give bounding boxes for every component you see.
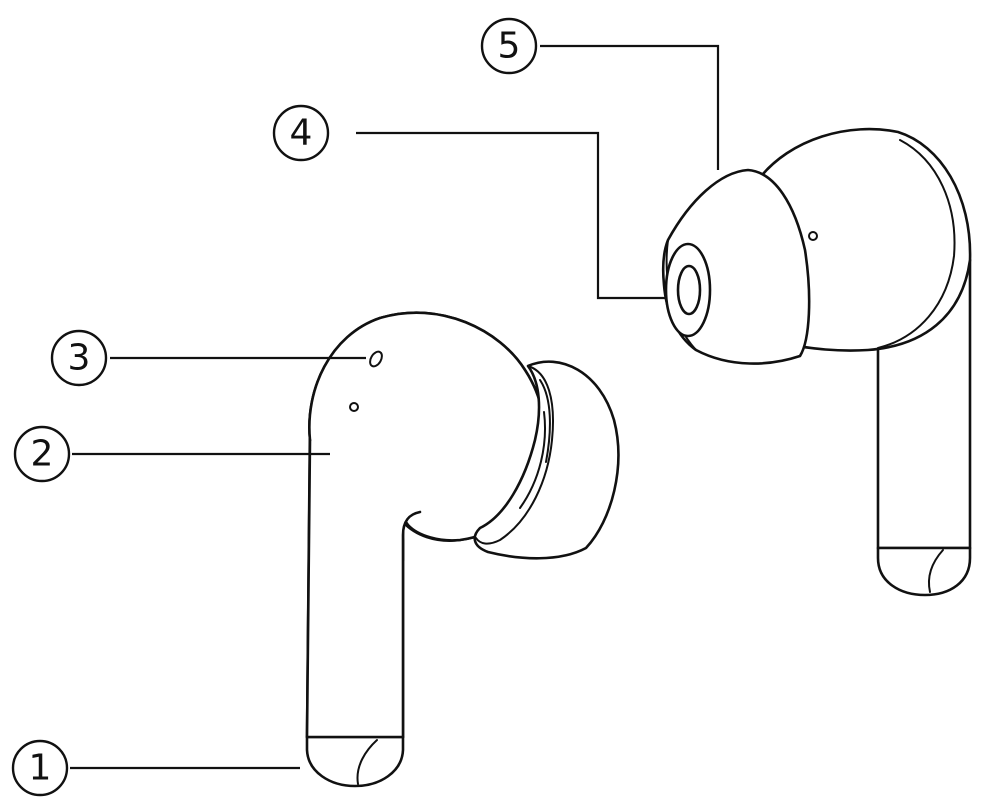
- callout-2-circle: [13, 425, 71, 483]
- callout-4: 4: [272, 104, 666, 300]
- right-earbud-speaker-mesh: [676, 264, 702, 316]
- right-earbud-head: [756, 127, 972, 352]
- left-earbud-mic-hole: [349, 402, 359, 412]
- callout-5-number: 5: [498, 26, 521, 67]
- left-earbud: [305, 311, 620, 788]
- left-earbud-stem-tip: [305, 735, 405, 788]
- callout-3-number: 3: [68, 338, 91, 379]
- left-earbud-sensor: [369, 350, 383, 368]
- right-earbud-mic-hole: [808, 231, 818, 241]
- left-earbud-ear-tip-rim-inner-2: [519, 411, 546, 509]
- callout-1-circle: [11, 739, 69, 797]
- left-earbud-tip-charging-contact: [356, 739, 378, 785]
- callout-2: 2: [13, 425, 330, 483]
- callout-3-circle: [50, 329, 108, 387]
- callout-1: 1: [11, 739, 300, 797]
- right-earbud-head-rim: [877, 139, 956, 349]
- callout-4-number: 4: [290, 113, 313, 154]
- right-earbud-tip-charging-contact: [928, 549, 944, 593]
- left-earbud-stem-front: [305, 438, 422, 739]
- left-earbud-ear-tip-rim: [475, 365, 554, 545]
- right-earbud: [661, 127, 972, 597]
- right-earbud-stem-tip: [876, 546, 972, 597]
- callout-4-circle: [272, 104, 330, 162]
- callout-3: 3: [50, 329, 366, 387]
- left-earbud-ear-tip-rim-inner: [539, 379, 551, 463]
- callout-5: 5: [480, 17, 720, 170]
- callout-1-number: 1: [29, 748, 52, 789]
- callout-4-leader: [356, 131, 666, 300]
- callout-5-leader: [540, 44, 720, 170]
- callout-2-number: 2: [31, 434, 54, 475]
- callout-5-circle: [480, 17, 538, 75]
